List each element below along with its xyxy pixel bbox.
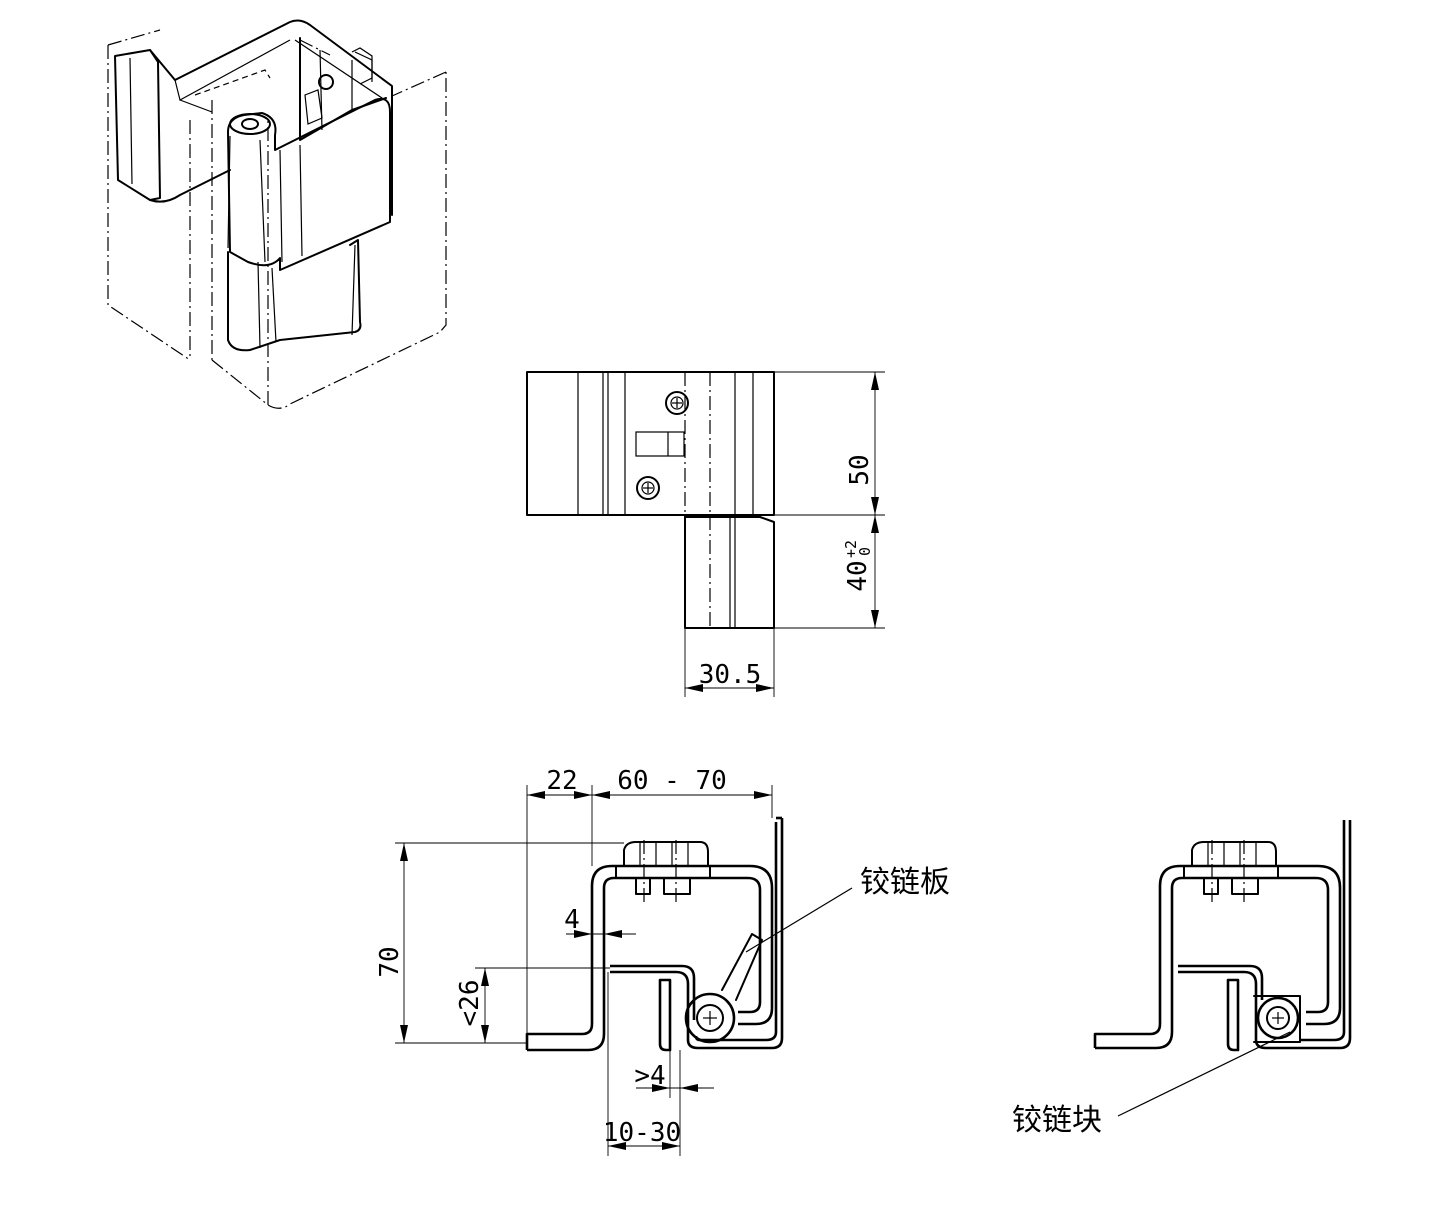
section-view: 22 60 - 70 70 <26 4 >4 10-30 <box>375 766 950 1156</box>
label-hinge-block: 铰链块 <box>1012 1103 1102 1138</box>
dim-top-left: 22 <box>546 766 577 796</box>
dim-inner-height: <26 <box>455 980 485 1027</box>
bolt-group <box>615 840 711 906</box>
dim-tolerance-minus: 0 <box>856 547 874 556</box>
bolt-group-right <box>1183 840 1279 906</box>
dim-top-right: 60 - 70 <box>617 766 727 796</box>
dim-gap-bottom: >4 <box>634 1061 665 1091</box>
dim-height-lower: 40 <box>843 560 873 591</box>
dim-tolerance-plus: +2 <box>842 540 860 558</box>
section-view-right: 铰链块 <box>1012 820 1352 1138</box>
screw-icon <box>665 391 689 415</box>
hinge-knuckle <box>684 992 736 1044</box>
isometric-view <box>107 19 447 409</box>
dim-gap-top: 4 <box>564 905 580 935</box>
dim-height: 70 <box>375 946 405 977</box>
dim-height-upper: 50 <box>845 454 875 485</box>
front-upper-plate <box>526 371 775 516</box>
screw-icon <box>636 476 660 500</box>
dim-width: 30.5 <box>699 660 762 690</box>
label-hinge-plate: 铰链板 <box>860 865 950 900</box>
front-lower-block <box>684 514 775 629</box>
dim-bottom-range: 10-30 <box>603 1118 681 1148</box>
front-view: 50 40 +2 0 30.5 <box>526 371 885 697</box>
